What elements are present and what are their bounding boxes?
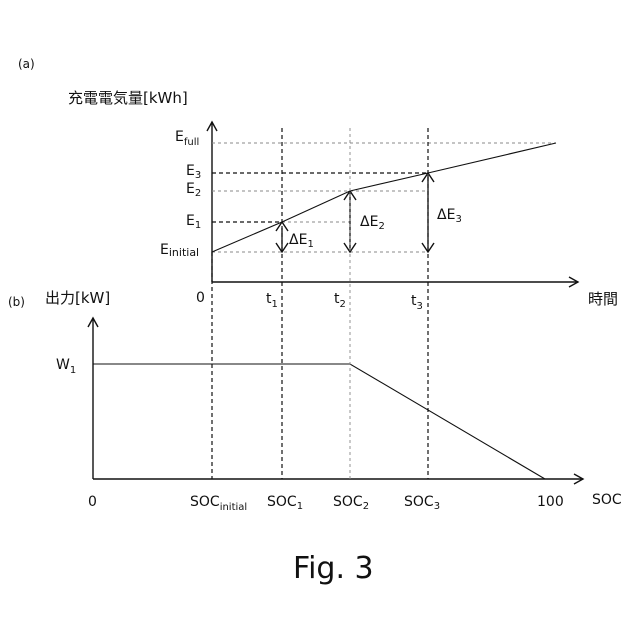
- panel-b-xtick-soc2: SOC2: [333, 494, 369, 512]
- w1-sub: 1: [70, 365, 76, 376]
- e1-base: E: [186, 213, 195, 229]
- panel-a-delta-e1-label: ΔE1: [289, 232, 314, 250]
- panel-a-charge-curve: [212, 143, 556, 252]
- w1-base: W: [56, 357, 70, 373]
- soc-initial-sub: initial: [220, 502, 248, 513]
- efull-base: E: [175, 129, 184, 145]
- soc3-sub: 3: [434, 501, 440, 512]
- panel-b-xtick-soc-initial: SOCinitial: [190, 494, 247, 513]
- panel-a-xtick-t3: t3: [411, 293, 423, 312]
- soc1-base: SOC: [267, 494, 297, 510]
- panel-a-tag: (a): [18, 57, 35, 71]
- soc2-sub: 2: [363, 501, 369, 512]
- e2-sub: 2: [195, 188, 201, 199]
- panel-a-delta-e2-label: ΔE2: [360, 214, 385, 232]
- t2-sub: 2: [340, 299, 346, 310]
- soc1-sub: 1: [297, 501, 303, 512]
- delta-e2-sub: 2: [378, 221, 384, 232]
- einitial-base: E: [160, 242, 169, 258]
- panel-b-xtick-soc3: SOC3: [404, 494, 440, 512]
- e2-base: E: [186, 181, 195, 197]
- e3-sub: 3: [195, 170, 201, 181]
- panel-a-y-axis-label: 充電電気量[kWh]: [68, 89, 188, 107]
- panel-b-tag: (b): [8, 295, 25, 309]
- panel-a-ytick-e2: E2: [186, 181, 201, 199]
- panel-a-ytick-efull: Efull: [175, 129, 199, 148]
- figure-caption: Fig. 3: [293, 551, 374, 586]
- e3-base: E: [186, 163, 195, 179]
- delta-e3-sub: 3: [455, 214, 461, 225]
- panel-b-x-axis-label: SOC: [592, 492, 622, 508]
- delta-e3-base: ΔE: [437, 207, 455, 223]
- einitial-sub: initial: [169, 246, 199, 259]
- delta-e2-base: ΔE: [360, 214, 378, 230]
- soc3-base: SOC: [404, 494, 434, 510]
- panel-b-x-end: 100: [537, 494, 564, 510]
- delta-e1-base: ΔE: [289, 232, 307, 248]
- soc2-base: SOC: [333, 494, 363, 510]
- panel-b-output-curve: [93, 364, 545, 479]
- t1-sub: 1: [272, 299, 278, 310]
- panel-a-xtick-t1: t1: [266, 291, 278, 310]
- t3-sub: 3: [417, 301, 423, 312]
- soc-initial-base: SOC: [190, 494, 220, 510]
- e1-sub: 1: [195, 220, 201, 231]
- panel-b-ytick-w1: W1: [56, 357, 76, 376]
- panel-b-y-axis-label: 出力[kW]: [45, 289, 110, 307]
- panel-a-ytick-e3: E3: [186, 163, 201, 181]
- panel-a-delta-e3-label: ΔE3: [437, 207, 462, 225]
- panel-b-origin: 0: [88, 494, 97, 510]
- panel-a-origin: 0: [196, 290, 205, 306]
- panel-b-xtick-soc1: SOC1: [267, 494, 303, 512]
- efull-sub: full: [184, 137, 199, 148]
- panel-a-xtick-t2: t2: [334, 291, 346, 310]
- panel-a-ytick-einitial: Einitial: [160, 242, 199, 259]
- panel-a-x-axis-label: 時間: [588, 290, 618, 308]
- panel-a-ytick-e1: E1: [186, 213, 201, 231]
- delta-e1-sub: 1: [307, 239, 313, 250]
